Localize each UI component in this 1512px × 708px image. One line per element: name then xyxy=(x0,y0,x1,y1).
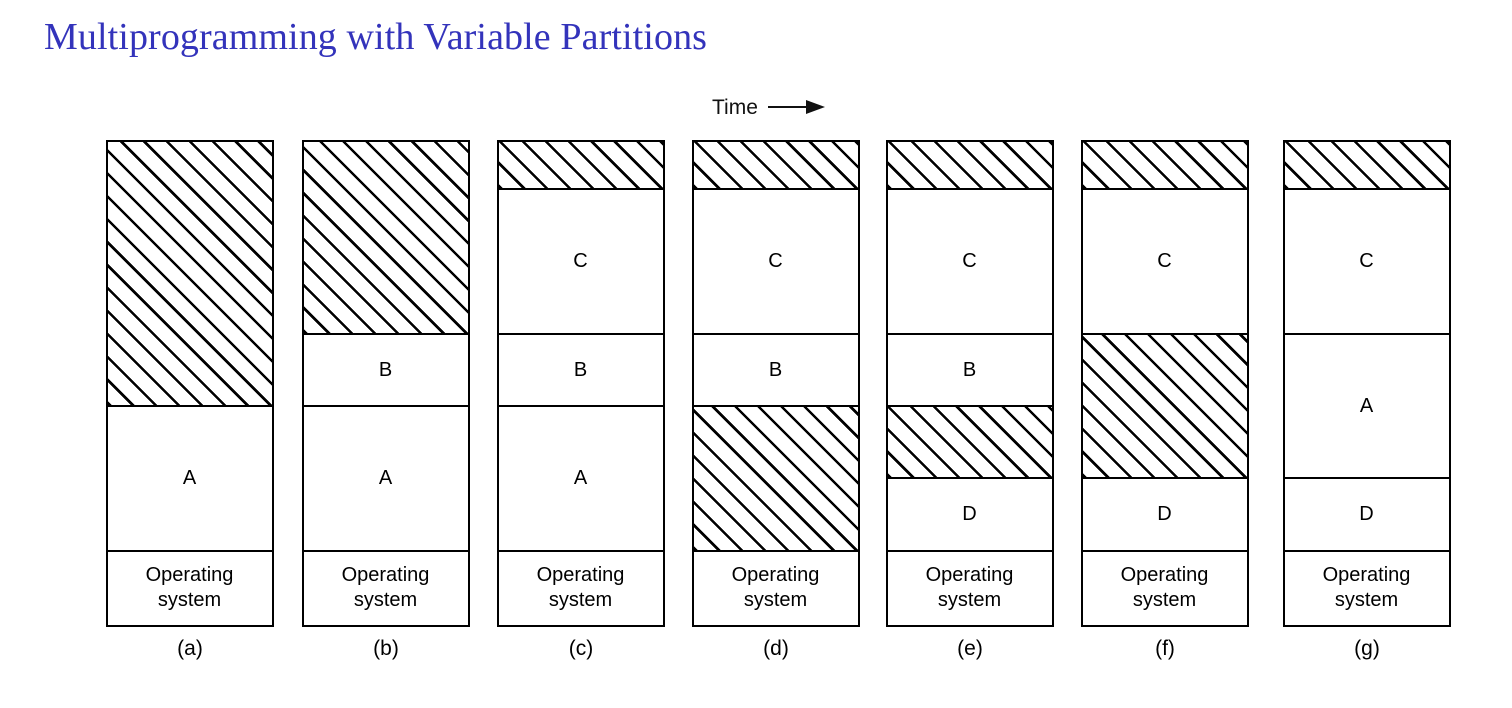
arrow-right-icon xyxy=(767,99,826,115)
column-caption: (e) xyxy=(957,637,983,660)
page-title: Multiprogramming with Variable Partition… xyxy=(44,16,708,58)
block-label: Operating system xyxy=(731,564,820,612)
column-caption: (b) xyxy=(373,637,399,660)
column-caption: (f) xyxy=(1155,637,1175,660)
operating-system-block: Operating system xyxy=(105,549,274,627)
free-memory-block xyxy=(691,404,860,552)
free-memory-block xyxy=(105,139,274,407)
operating-system-block: Operating system xyxy=(691,549,860,627)
memory-stack: C A D Operating system xyxy=(1282,139,1451,627)
block-label: Operating system xyxy=(145,564,234,612)
block-label: C xyxy=(962,250,977,273)
memory-column-e: C B D Operating system (e) xyxy=(885,139,1054,660)
memory-column-g: C A D Operating system (g) xyxy=(1282,139,1451,660)
free-memory-block xyxy=(496,139,665,190)
block-label: Operating system xyxy=(341,564,430,612)
block-label: Operating system xyxy=(1120,564,1209,612)
free-memory-block xyxy=(1080,332,1249,479)
process-block-C: C xyxy=(885,187,1054,335)
block-label: C xyxy=(1359,250,1374,273)
memory-stack: A Operating system xyxy=(105,139,274,627)
operating-system-block: Operating system xyxy=(885,549,1054,627)
column-caption: (a) xyxy=(177,637,203,660)
block-label: C xyxy=(1157,250,1172,273)
free-memory-block xyxy=(885,139,1054,190)
process-block-B: B xyxy=(301,332,470,407)
block-label: D xyxy=(1359,503,1374,526)
time-axis: Time xyxy=(712,92,826,122)
operating-system-block: Operating system xyxy=(1080,549,1249,627)
memory-column-c: C B A Operating system (c) xyxy=(496,139,665,660)
block-label: Operating system xyxy=(536,564,625,612)
block-label: A xyxy=(573,467,588,490)
free-memory-block xyxy=(1282,139,1451,190)
free-memory-block xyxy=(885,404,1054,479)
process-block-C: C xyxy=(1080,187,1249,335)
block-label: B xyxy=(962,358,977,381)
block-label: D xyxy=(1157,503,1172,526)
block-label: C xyxy=(768,250,783,273)
memory-column-d: C B Operating system (d) xyxy=(691,139,860,660)
time-axis-label: Time xyxy=(712,95,758,119)
process-block-A: A xyxy=(105,404,274,552)
process-block-A: A xyxy=(496,404,665,552)
memory-stack: C B Operating system xyxy=(691,139,860,627)
operating-system-block: Operating system xyxy=(1282,549,1451,627)
memory-stack: C D Operating system xyxy=(1080,139,1249,627)
block-label: B xyxy=(768,358,783,381)
column-caption: (d) xyxy=(763,637,789,660)
process-block-B: B xyxy=(885,332,1054,407)
block-label: C xyxy=(573,250,588,273)
block-label: A xyxy=(1359,394,1374,417)
block-label: Operating system xyxy=(925,564,1014,612)
process-block-D: D xyxy=(1282,476,1451,552)
operating-system-block: Operating system xyxy=(496,549,665,627)
process-block-C: C xyxy=(691,187,860,335)
process-block-C: C xyxy=(1282,187,1451,335)
process-block-A: A xyxy=(1282,332,1451,479)
block-label: Operating system xyxy=(1322,564,1411,612)
operating-system-block: Operating system xyxy=(301,549,470,627)
block-label: B xyxy=(378,358,393,381)
memory-stack: C B D Operating system xyxy=(885,139,1054,627)
column-caption: (c) xyxy=(568,637,594,660)
process-block-B: B xyxy=(496,332,665,407)
process-block-A: A xyxy=(301,404,470,552)
free-memory-block xyxy=(301,139,470,335)
memory-column-f: C D Operating system (f) xyxy=(1080,139,1249,660)
memory-stack: C B A Operating system xyxy=(496,139,665,627)
process-block-B: B xyxy=(691,332,860,407)
free-memory-block xyxy=(1080,139,1249,190)
process-block-D: D xyxy=(885,476,1054,552)
block-label: A xyxy=(378,467,393,490)
memory-column-b: B A Operating system (b) xyxy=(301,139,470,660)
column-caption: (g) xyxy=(1354,637,1380,660)
block-label: A xyxy=(182,467,197,490)
process-block-D: D xyxy=(1080,476,1249,552)
free-memory-block xyxy=(691,139,860,190)
memory-column-a: A Operating system (a) xyxy=(105,139,274,660)
process-block-C: C xyxy=(496,187,665,335)
block-label: D xyxy=(962,503,977,526)
memory-stack: B A Operating system xyxy=(301,139,470,627)
block-label: B xyxy=(573,358,588,381)
